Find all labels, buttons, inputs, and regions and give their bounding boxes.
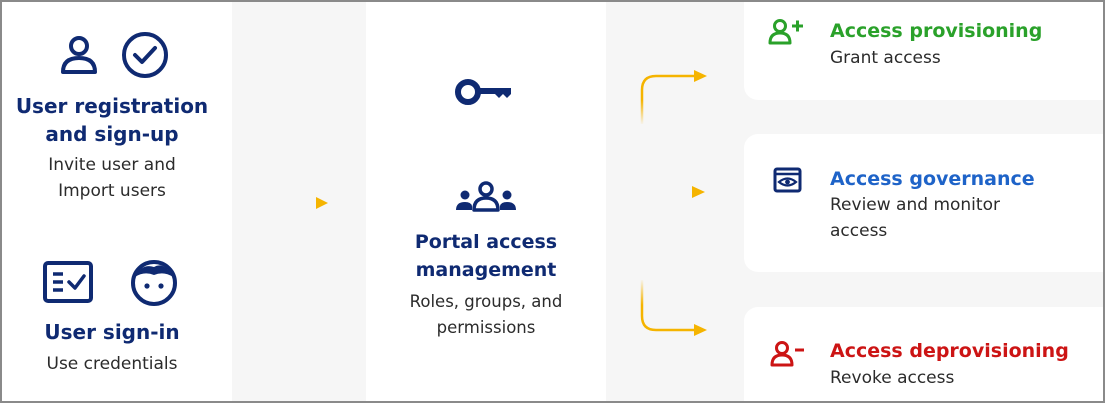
outcome-title-deprovisioning: Access deprovisioning — [830, 340, 1069, 362]
outcome-desc-governance: Review and monitor access — [830, 192, 1090, 244]
outcome-desc-governance-line1: Review and monitor — [830, 195, 1000, 215]
eye-window-icon — [773, 167, 802, 193]
portal-desc: Roles, groups, and permissions — [370, 289, 602, 341]
outcome-desc-provisioning: Grant access — [830, 48, 941, 68]
user-minus-icon — [770, 341, 804, 367]
portal-title-line1: Portal access — [414, 231, 558, 253]
registration-desc: Invite user and Import users — [2, 152, 222, 204]
check-circle-icon — [122, 32, 168, 78]
branch-arrows — [640, 70, 707, 336]
outcome-title-provisioning: Access provisioning — [830, 20, 1043, 42]
signin-title: User sign-in — [44, 320, 180, 344]
outcome-desc-governance-line2: access — [830, 221, 888, 241]
signin-desc: Use credentials — [46, 354, 178, 374]
middle-band — [232, 2, 366, 401]
face-icon — [131, 260, 177, 306]
outcome-card-provisioning — [744, 2, 1103, 100]
portal-desc-line2: permissions — [436, 318, 536, 337]
registration-title: User registration and sign-up — [2, 92, 222, 148]
portal-title: Portal access management — [370, 228, 602, 284]
registration-title-line1: User registration — [15, 94, 209, 118]
portal-title-line2: management — [415, 259, 557, 281]
group-icon — [456, 181, 516, 212]
registration-desc-line1: Invite user and — [48, 155, 176, 175]
registration-title-line2: and sign-up — [45, 122, 179, 146]
outcome-desc-deprovisioning: Revoke access — [830, 368, 955, 388]
user-icon — [61, 36, 97, 74]
user-plus-icon — [768, 19, 803, 45]
key-icon — [455, 79, 511, 105]
registration-desc-line2: Import users — [58, 181, 166, 201]
outcome-title-governance: Access governance — [830, 168, 1035, 190]
outcome-card-deprovisioning — [744, 307, 1103, 401]
outcome-card-governance — [744, 134, 1103, 272]
portal-desc-line1: Roles, groups, and — [409, 292, 563, 311]
id-card-icon — [43, 261, 93, 303]
arrow-left-to-middle — [266, 197, 328, 209]
